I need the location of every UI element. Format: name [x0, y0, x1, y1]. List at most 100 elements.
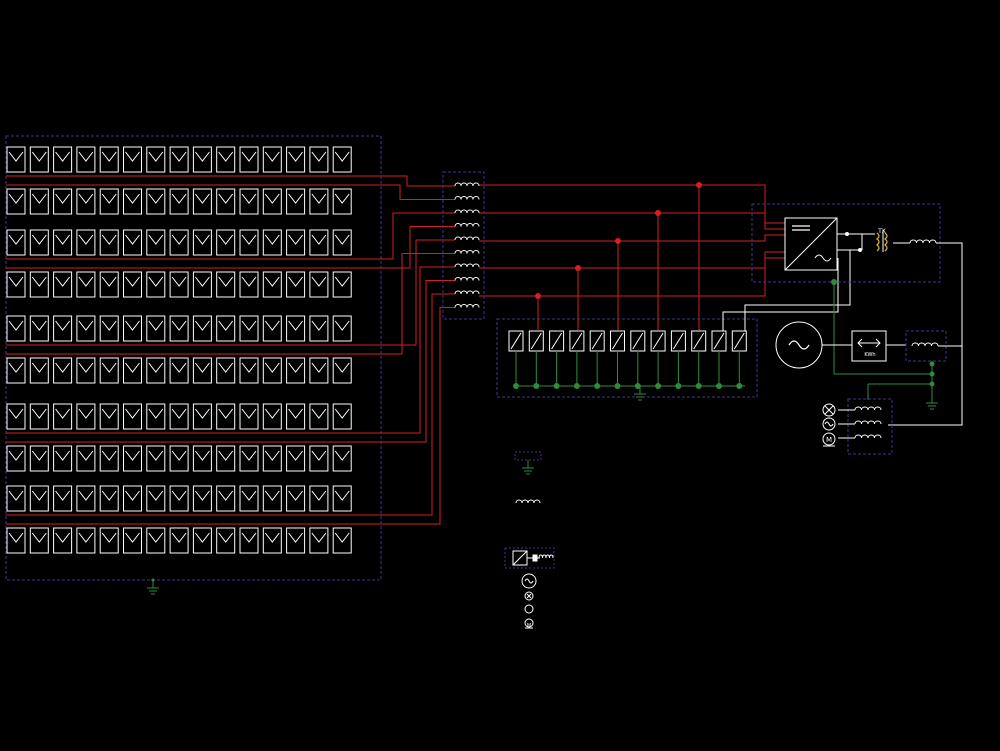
pv-module	[332, 188, 352, 215]
pv-module	[262, 146, 282, 173]
pv-module-frame	[76, 271, 96, 298]
surge-arrester	[731, 330, 747, 389]
pv-module	[216, 403, 236, 430]
pv-module-frame	[216, 485, 236, 512]
pv-module	[332, 357, 352, 384]
pv-module-frame	[309, 271, 329, 298]
fuse-symbol	[454, 304, 480, 308]
pv-module-frame	[146, 357, 166, 384]
fuse-symbol	[454, 182, 480, 187]
pv-module-cell	[264, 193, 280, 204]
pv-module-cell	[78, 362, 94, 373]
pv-module-cell	[148, 362, 164, 373]
pv-module-cell	[125, 408, 140, 419]
pv-module-cell	[311, 408, 327, 419]
fuse-symbol	[454, 209, 480, 214]
pv-module-cell	[148, 532, 164, 543]
pv-module	[192, 271, 212, 298]
pv-module	[53, 527, 73, 554]
pv-module	[192, 527, 212, 554]
pv-module-frame	[29, 485, 49, 512]
spd-enclosure	[496, 318, 758, 398]
pv-module	[6, 357, 26, 384]
dc-wiring	[372, 175, 785, 525]
pv-module-cell	[8, 234, 24, 245]
string-home-run	[372, 212, 455, 260]
pv-module-frame	[239, 527, 259, 554]
pv-module-frame	[262, 485, 282, 512]
ac-junction	[845, 232, 849, 236]
pv-module-frame	[262, 229, 282, 256]
pv-module-cell	[241, 362, 257, 373]
pv-module	[76, 188, 96, 215]
pv-module	[29, 527, 49, 554]
pv-module	[309, 315, 329, 342]
pv-module-frame	[6, 403, 26, 430]
string-home-run	[372, 280, 455, 443]
transformer-winding	[884, 232, 888, 252]
pv-module-frame	[53, 485, 73, 512]
pv-module	[146, 445, 166, 472]
surge-arrester	[589, 330, 605, 389]
pv-module-cell	[125, 490, 140, 501]
pv-module-cell	[264, 408, 280, 419]
pv-module-cell	[311, 234, 327, 245]
pv-module-frame	[309, 315, 329, 342]
surge-arrester-slash	[551, 332, 563, 350]
pv-module	[6, 315, 26, 342]
pv-module-frame	[146, 485, 166, 512]
pv-module-cell	[125, 450, 140, 461]
pv-module-cell	[101, 532, 117, 543]
grid-inductor	[911, 342, 939, 347]
pv-module-cell	[288, 532, 303, 543]
pv-module-cell	[334, 408, 350, 419]
pv-module-frame	[76, 445, 96, 472]
pv-module	[29, 445, 49, 472]
pv-module-cell	[264, 151, 280, 162]
string-home-run	[372, 239, 455, 346]
pv-module-frame	[76, 527, 96, 554]
pv-module-frame	[239, 229, 259, 256]
pv-module-frame	[123, 485, 142, 512]
pv-module-frame	[262, 315, 282, 342]
pv-module	[146, 271, 166, 298]
pv-module-frame	[169, 485, 189, 512]
pv-module-cell	[78, 408, 94, 419]
pv-module-cell	[31, 362, 47, 373]
pv-module-cell	[218, 234, 234, 245]
pv-module-frame	[332, 445, 352, 472]
pv-module-frame	[123, 445, 142, 472]
inverter-diagonal	[784, 217, 838, 271]
pv-module-frame	[216, 229, 236, 256]
pv-module-cell	[55, 151, 70, 162]
pv-module-frame	[169, 271, 189, 298]
pv-module-cell	[171, 450, 187, 461]
pv-module	[239, 527, 259, 554]
surge-arrester	[630, 330, 646, 389]
pv-module-frame	[262, 188, 282, 215]
pv-module	[309, 527, 329, 554]
pv-module-frame	[239, 485, 259, 512]
legend-lamp-circle	[524, 591, 534, 601]
pv-module-frame	[286, 229, 306, 256]
pv-module-frame	[169, 146, 189, 173]
pv-module-frame	[146, 229, 166, 256]
pv-module	[53, 229, 73, 256]
pv-module	[146, 403, 166, 430]
pv-module	[309, 357, 329, 384]
pv-module	[216, 485, 236, 512]
pv-module-frame	[6, 445, 26, 472]
pv-module-frame	[192, 271, 212, 298]
motor-label: M	[826, 436, 832, 444]
pv-module-cell	[218, 276, 234, 287]
surge-arrester-slash	[672, 332, 684, 350]
pv-module-frame	[309, 445, 329, 472]
pv-module-frame	[29, 271, 49, 298]
pv-module	[6, 403, 26, 430]
ac-junction	[858, 248, 862, 252]
pv-module-cell	[171, 276, 187, 287]
pv-array	[5, 135, 382, 595]
legend-heater-circle	[524, 604, 534, 614]
pv-module	[169, 188, 189, 215]
